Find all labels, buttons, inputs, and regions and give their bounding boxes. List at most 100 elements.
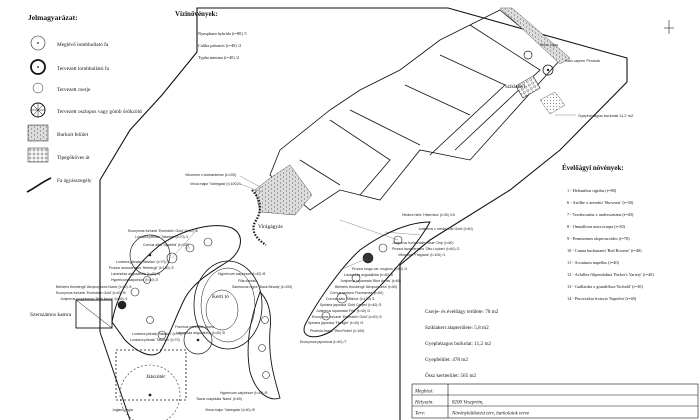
plant-label: Taxus cuspidata 'Nana' (t=60) — [196, 397, 242, 401]
aquatic-title: Vízinövények: — [175, 10, 218, 18]
area-item: Sziklakert alapterülete: 5,8 m2 — [425, 325, 489, 331]
garden-pond — [193, 260, 263, 350]
plant-label: Euonymus fortunei 'Emerald'n Gold' (t=40… — [128, 229, 198, 233]
house-building — [269, 9, 561, 211]
salix-label: Salix caprea 'Pendula' — [565, 59, 601, 63]
perennial-item: 1 - Helianthus rigidus (t=80) — [567, 188, 617, 193]
title-block-label: Helyszín: — [414, 401, 434, 406]
grass-paver-strip — [539, 91, 566, 115]
perennial-item: 12 - Achillea filipendulina 'Parker's Va… — [567, 272, 654, 277]
plant-label: Euonymus fortunei 'Emerald'n Gold' (t=40… — [56, 291, 126, 295]
legend-label-planned-shrub: Tervezett cserje — [57, 87, 91, 93]
plant-label: Lavandula angustifolia (t=40) /5 — [176, 331, 225, 335]
perennial-item: 14 - Perovszkia frotoria 'Superba' (t=40… — [567, 296, 637, 301]
perennial-item: 8 - Omnalhora macrocarpa (t=30) — [567, 224, 626, 229]
plant-label: Juniperus x media 'Old Gold' (t=60) — [418, 227, 473, 231]
plant-label: Lonicera pileata 'Tatarian' (t=70) /1 — [132, 332, 186, 336]
perennial-item: 6 - Astilbe x arendsii 'Showstar' (t=30) — [567, 200, 634, 205]
title-block-label: Megbízó: — [414, 390, 434, 395]
aquatic-item: Nymphaea hybrida (t=80) /1 — [198, 31, 247, 36]
perennial-item: 9 - Pennisetum alopecuroides (t=70) — [567, 236, 630, 241]
legend-label-edging: Fa ágyásszegély — [57, 178, 92, 184]
perennial-item: 11 - Aconitum napellus (t=40) — [567, 260, 619, 265]
plant-label: Juniperus scopulorum 'Blue Arrow' (t=60)… — [60, 297, 128, 301]
title-block — [411, 383, 699, 419]
plant-labels: Viburnum x bodnantense (t=100) Vinca maj… — [56, 173, 473, 412]
plant-label: Prunus laurocerasus 'Herbergii' (t=100) … — [109, 266, 174, 270]
aquatic-item: Caltha palustris (t=40) /2 — [198, 43, 241, 48]
plant-label: Hedera helix 'Hibernica' (t=30) /15 — [402, 213, 455, 217]
plant-label: Lonicera pileata 'Tatarian' (t=70) /1 — [116, 260, 170, 264]
tool-shed — [75, 299, 113, 329]
legend-title: Jelmagyarázat: — [28, 13, 78, 22]
plant-label: Euonymus japonicus (t=40) /7 — [300, 340, 346, 344]
legend-label-existing-tree: Meglévő lombhullató fa — [57, 41, 109, 48]
planned-evergreen-icon — [30, 102, 46, 118]
stepping-stone-path — [251, 189, 267, 246]
plant-label: Hypericum calycinum (t=40) /5 — [220, 391, 267, 395]
perennial-item: 7 - Tradescantia x andersoniana (t=40) — [567, 212, 634, 217]
leader-lines — [171, 114, 576, 301]
title-block-value: 8200 Veszprém, — [452, 401, 483, 406]
north-arrow-icon — [664, 20, 674, 34]
plant-label: Fraxinus excelsior 'Aurea' — [175, 325, 215, 329]
plant-label: Spiraea japonica 'Gold Carpet' (t=40) /3 — [320, 303, 381, 307]
perennials-list: 1 - Helianthus rigidus (t=80) 6 - Astilb… — [567, 188, 654, 301]
rock-garden-label: Sziklakert — [505, 85, 526, 90]
plant-label: Hypericum calycinum (t=40) /8 — [218, 272, 265, 276]
tree-tilia — [129, 234, 171, 276]
plant-label: Juglans regia — [112, 408, 133, 412]
flower-bed-strip — [247, 291, 281, 400]
plant-label: Lonicera pileata 'Tatarian' (t=70) — [130, 338, 180, 342]
plant-label: Euonymus fortunei 'Emerald'n Gold' (t=40… — [312, 315, 382, 319]
legend-label-evergreen: Tervezett oszlopos vagy gömb örökzöld — [57, 109, 142, 115]
plant-label: Spiraea japonica 'Firelight' (t=40) /3 — [308, 321, 363, 325]
tree-fraxinus — [183, 325, 213, 355]
title-block-value: Növénykiültetési terv, burkolatok terve — [451, 412, 530, 417]
planned-deciduous-tree-icon — [30, 59, 46, 75]
plant-label: Cornus sericea 'Flaviramea' (t=60) — [330, 291, 383, 295]
flower-bed-label: Virágágyás — [258, 224, 283, 230]
shrub-symbols — [117, 235, 403, 379]
grass-paver-label: Gyephézagos burkolat 11,2 m2 — [578, 113, 634, 118]
plant-label: Vinca major 'Variegata' (t=40) /8 — [205, 408, 255, 412]
legend-label-planned-tree: Tervezett lombhullató fa — [57, 65, 110, 72]
area-item: Gyepfelület: 478 m2 — [425, 356, 468, 363]
plant-label: Viburnum x bodnantense (t=100) — [185, 173, 236, 177]
plant-label: Juniperus squamata 'Fritt' (t=40) /3 — [316, 309, 370, 313]
plant-label: Photinia fraseri 'Red Robin' (t=100) — [310, 329, 364, 333]
plant-label: Lonicera pileata 'Tatarian' (t=70) /1 — [135, 235, 189, 239]
plant-label: Hypericum calycinum (t=40) /2 — [111, 278, 158, 282]
area-item: Gyephézagos burkolat: 11,2 m2 — [425, 341, 491, 347]
plant-label: Viburnum 'Fragrans' (t=100) /1 — [398, 253, 445, 257]
perennial-item: 10 - Canna buchananii 'Red Rooster' (t=4… — [567, 248, 642, 253]
plant-label: Berberis thunbergii 'Atropurpurea Nana' … — [56, 285, 132, 289]
plant-label: Juniperus horizontalis 'Blue Chip' (t=60… — [392, 241, 454, 245]
plant-label: Vinca major 'Variegata' (t=100)/3 — [190, 182, 241, 186]
plant-label: Prunus laurocerasus 'Otto Luyken' (t=60)… — [392, 247, 459, 251]
wooden-bed-edging-icon — [26, 177, 52, 193]
planned-shrub-icon — [32, 82, 44, 94]
tree-juglans — [119, 364, 181, 420]
plant-label: Cornus alba 'Sibirica' (t=100) /1 — [326, 297, 375, 301]
shed-label: Szerszámos kamra — [30, 312, 72, 318]
paved-surface-icon — [27, 124, 49, 142]
paved-terrace — [254, 7, 571, 216]
existing-deciduous-tree-icon — [30, 35, 46, 51]
area-item: Össz kertterület: 565 m2 — [425, 372, 477, 379]
plant-label: Berberis thunbergii 'Atropurpurea' (t=60… — [335, 285, 397, 289]
playground-label: Játszótér — [146, 374, 165, 380]
plant-label: Prunus mugo var. mughus (t=60) /3 — [352, 267, 407, 271]
pond-label: Kerti tó — [212, 294, 229, 300]
plant-label: Sambucus nigra 'Black Beauty' (t=100) — [232, 285, 292, 289]
plant-label: Filla cordata — [238, 279, 257, 283]
planting-bed-right — [303, 221, 431, 338]
tree-pinus — [523, 50, 533, 60]
title-block-label: Terv: — [415, 412, 426, 417]
plant-label: Lavandula angustifolia (t=40) /6 — [344, 273, 393, 277]
area-item: Cserje- és évelőágy területe: 70 m2 — [425, 309, 499, 315]
planting-bed-left — [111, 225, 241, 356]
tree-salix — [542, 64, 554, 76]
legend-label-stepping: Tipegőköves út — [57, 155, 90, 161]
perennials-title: Évelőágyi növények: — [562, 164, 624, 172]
